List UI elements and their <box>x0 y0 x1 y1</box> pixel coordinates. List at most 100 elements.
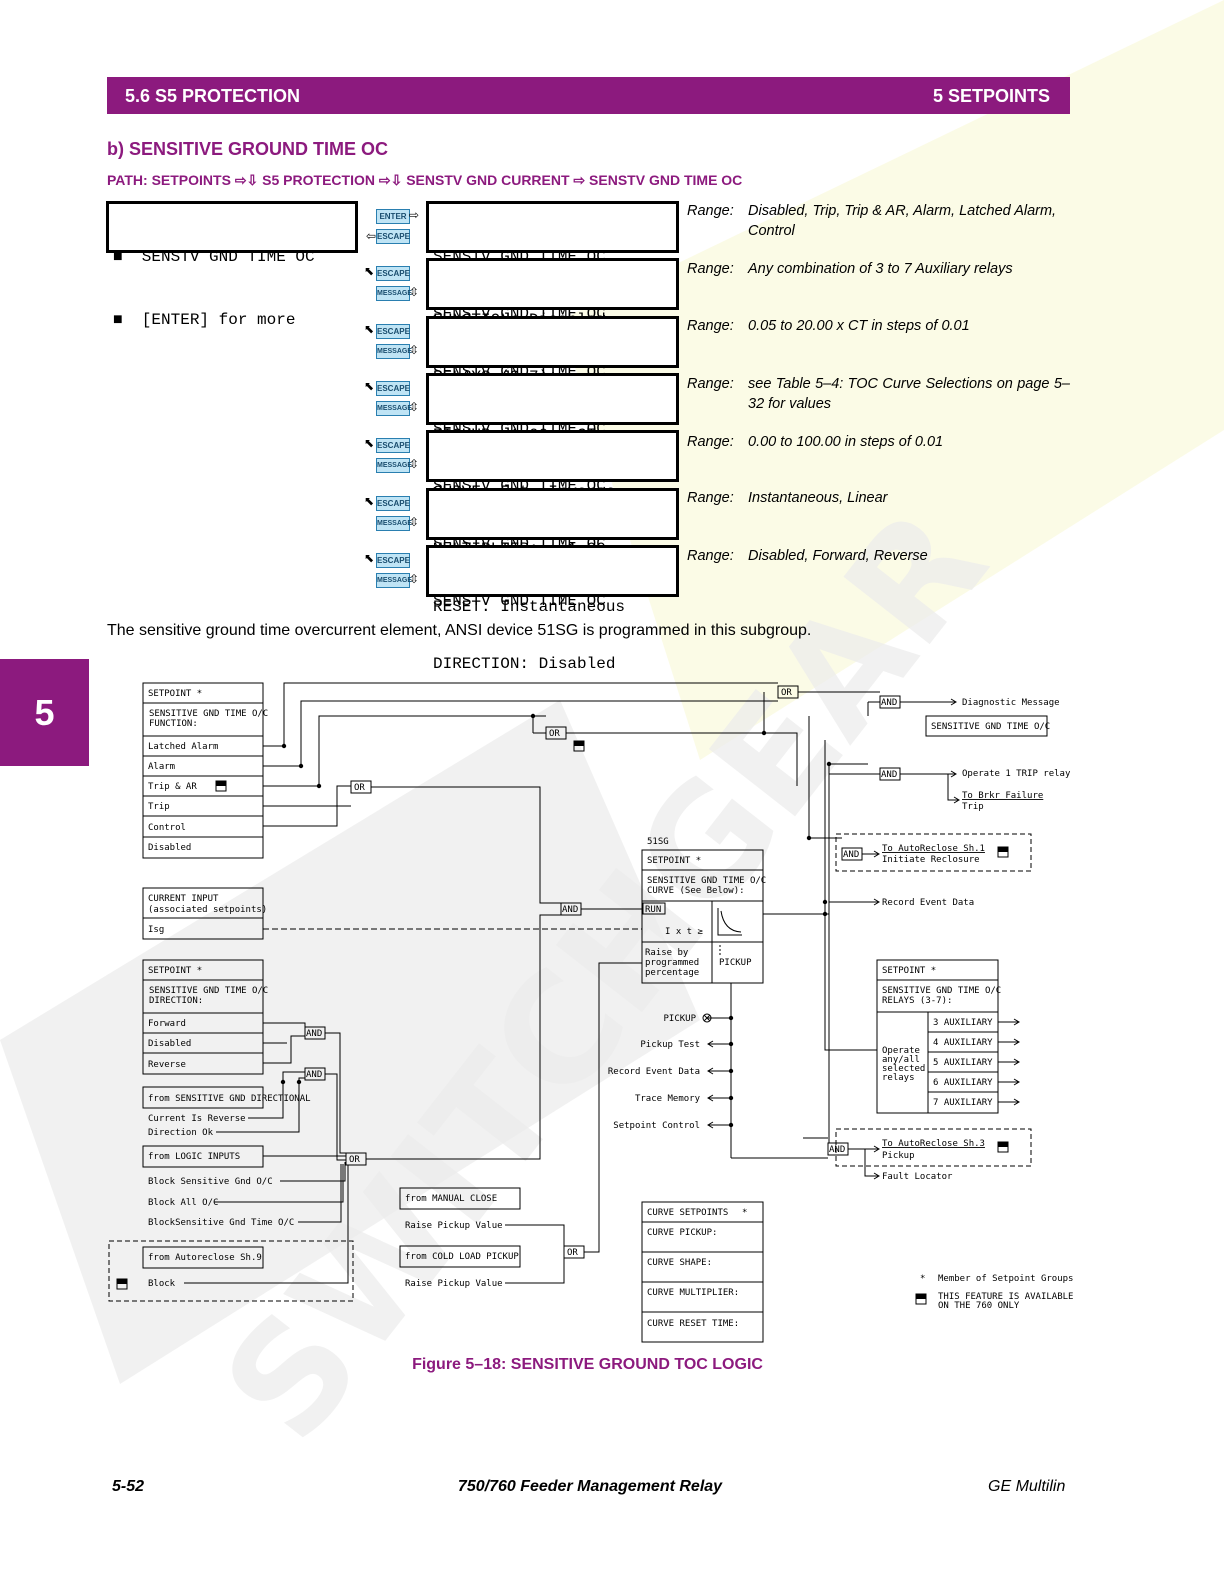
header-left: 5.6 S5 PROTECTION <box>125 86 301 106</box>
diagram-label: * <box>742 1208 747 1218</box>
diagram-label: To Brkr Failure <box>962 791 1043 801</box>
gate-label: AND <box>881 770 897 780</box>
diagram-label: CURVE PICKUP: <box>647 1228 717 1238</box>
pickup-icon <box>702 1013 712 1023</box>
message-key[interactable]: MESSAGE <box>376 458 412 473</box>
menu-header-line2: ■ [ENTER] for more <box>113 311 296 329</box>
setpoint-line2: DIRECTION: Disabled <box>433 655 616 673</box>
diagram-label: Disabled <box>148 1039 191 1049</box>
diagram-label: Current Is Reverse <box>148 1114 246 1124</box>
menu-header-display: ■ SENSTV GND TIME OC ■ [ENTER] for more <box>106 201 358 329</box>
message-key[interactable]: MESSAGE <box>376 344 412 359</box>
diagram-label: 5 AUXILIARY <box>933 1058 993 1068</box>
chapter-tab: 5 <box>0 659 89 766</box>
diagram-label: SETPOINT * <box>148 966 202 976</box>
diagram-label: Operate <box>882 1046 920 1056</box>
diagram-label: Forward <box>148 1019 186 1029</box>
gate-label: OR <box>549 729 560 739</box>
diagram-label: CURVE (See Below): <box>647 886 745 896</box>
range-curve: Range:see Table 5–4: TOC Curve Selection… <box>687 374 1077 416</box>
legend-star: * <box>920 1274 925 1284</box>
up-down-arrow-icon: ⇳ <box>409 400 420 414</box>
menu-header-line1: ■ SENSTV GND TIME OC <box>113 248 315 266</box>
curve-setpoints-box <box>641 1201 764 1343</box>
message-key[interactable]: MESSAGE <box>376 573 412 588</box>
up-down-arrow-icon: ⇳ <box>409 285 420 299</box>
diagram-label: Pickup <box>882 1151 915 1161</box>
diagram-label: Raise Pickup Value <box>405 1279 503 1289</box>
right-arrow-icon: ⇨ <box>409 208 420 222</box>
back-arrow-icon: ⬉ <box>364 494 375 508</box>
escape-key[interactable]: ESCAPE <box>376 496 410 511</box>
diagram-label: Record Event Data <box>608 1067 700 1077</box>
escape-key[interactable]: ESCAPE <box>376 229 410 244</box>
diagram-label: RELAYS (3-7): <box>882 996 952 1006</box>
diagram-label: Raise by <box>645 948 689 958</box>
diagram-label: SETPOINT * <box>647 856 701 866</box>
message-key[interactable]: MESSAGE <box>376 401 412 416</box>
gate-label: OR <box>349 1155 360 1165</box>
escape-key[interactable]: ESCAPE <box>376 553 410 568</box>
diagram-label: percentage <box>645 968 699 978</box>
range-direction: Range:Disabled, Forward, Reverse <box>687 546 1077 568</box>
diagram-label: Reverse <box>148 1060 186 1070</box>
diagram-label: 51SG <box>647 837 669 847</box>
section-header: 5.6 S5 PROTECTION 5 SETPOINTS <box>107 77 1070 114</box>
gate-label: OR <box>781 688 792 698</box>
range-reset: Range: Instantaneous, Linear <box>687 488 1077 510</box>
back-arrow-icon: ⬉ <box>364 551 375 565</box>
range-multiplier: Range:0.00 to 100.00 in steps of 0.01 <box>687 432 1077 454</box>
range-label: Range: <box>687 261 734 277</box>
message-key[interactable]: MESSAGE <box>376 286 412 301</box>
diagram-label: DIRECTION: <box>149 996 203 1006</box>
gate-label: AND <box>306 1029 322 1039</box>
setpoint-line2: RESET: Instantaneous <box>433 598 626 616</box>
enter-key[interactable]: ENTER <box>376 209 410 224</box>
back-arrow-icon: ⬉ <box>364 379 375 393</box>
range-label: Range: <box>687 490 734 506</box>
diagram-label: Trip & AR <box>148 782 197 792</box>
gate-label: AND <box>829 1145 845 1155</box>
intro-text: The sensitive ground time overcurrent el… <box>107 622 812 639</box>
footer-title: 750/760 Feeder Management Relay <box>457 1478 723 1495</box>
up-down-arrow-icon: ⇳ <box>409 515 420 529</box>
escape-key[interactable]: ESCAPE <box>376 438 410 453</box>
diagram-label: Operate 1 TRIP relay <box>962 769 1071 779</box>
diagram-label: from SENSITIVE GND DIRECTIONAL <box>148 1094 311 1104</box>
up-down-arrow-icon: ⇳ <box>409 572 420 586</box>
diagram-label: CURVE SHAPE: <box>647 1258 712 1268</box>
diagram-label: PICKUP <box>663 1014 696 1024</box>
back-arrow-icon: ⬉ <box>364 436 375 450</box>
legend-label: THIS FEATURE IS AVAILABLE <box>938 1292 1073 1302</box>
diagram-label: relays <box>882 1073 915 1083</box>
range-value: Disabled, Forward, Reverse <box>748 548 928 564</box>
range-label: Range: <box>687 376 734 392</box>
escape-key[interactable]: ESCAPE <box>376 324 410 339</box>
diagram-label: SETPOINT * <box>148 689 202 699</box>
diagram-label: selected <box>882 1064 925 1074</box>
diagram-label: Record Event Data <box>882 898 974 908</box>
range-value: Instantaneous, Linear <box>748 490 888 506</box>
escape-key[interactable]: ESCAPE <box>376 381 410 396</box>
diagram-label: Block Sensitive Gnd O/C <box>148 1177 273 1187</box>
flag-icon <box>116 740 1009 1305</box>
diagram-label: FUNCTION: <box>149 719 198 729</box>
diagram-label: RUN <box>645 905 661 915</box>
diagram-label: BlockSensitive Gnd Time O/C <box>148 1218 294 1228</box>
diagram-label: 6 AUXILIARY <box>933 1078 993 1088</box>
range-label: Range: <box>687 434 734 450</box>
current-input-box <box>142 887 264 940</box>
diagram-label: Direction Ok <box>148 1128 214 1138</box>
diagram-label: from LOGIC INPUTS <box>148 1152 240 1162</box>
diagram-label: Disabled <box>148 843 191 853</box>
diagram-label: from MANUAL CLOSE <box>405 1194 497 1204</box>
up-down-arrow-icon: ⇳ <box>409 343 420 357</box>
diagram-label: from Autoreclose Sh.9 <box>148 1253 262 1263</box>
escape-key[interactable]: ESCAPE <box>376 266 410 281</box>
message-key[interactable]: MESSAGE <box>376 516 412 531</box>
diagram-label: PICKUP <box>719 958 752 968</box>
diagram-label: (associated setpoints) <box>148 905 267 915</box>
direction-setpoint-box <box>142 959 264 1075</box>
back-arrow-icon: ⬉ <box>364 322 375 336</box>
up-down-arrow-icon: ⇳ <box>409 457 420 471</box>
